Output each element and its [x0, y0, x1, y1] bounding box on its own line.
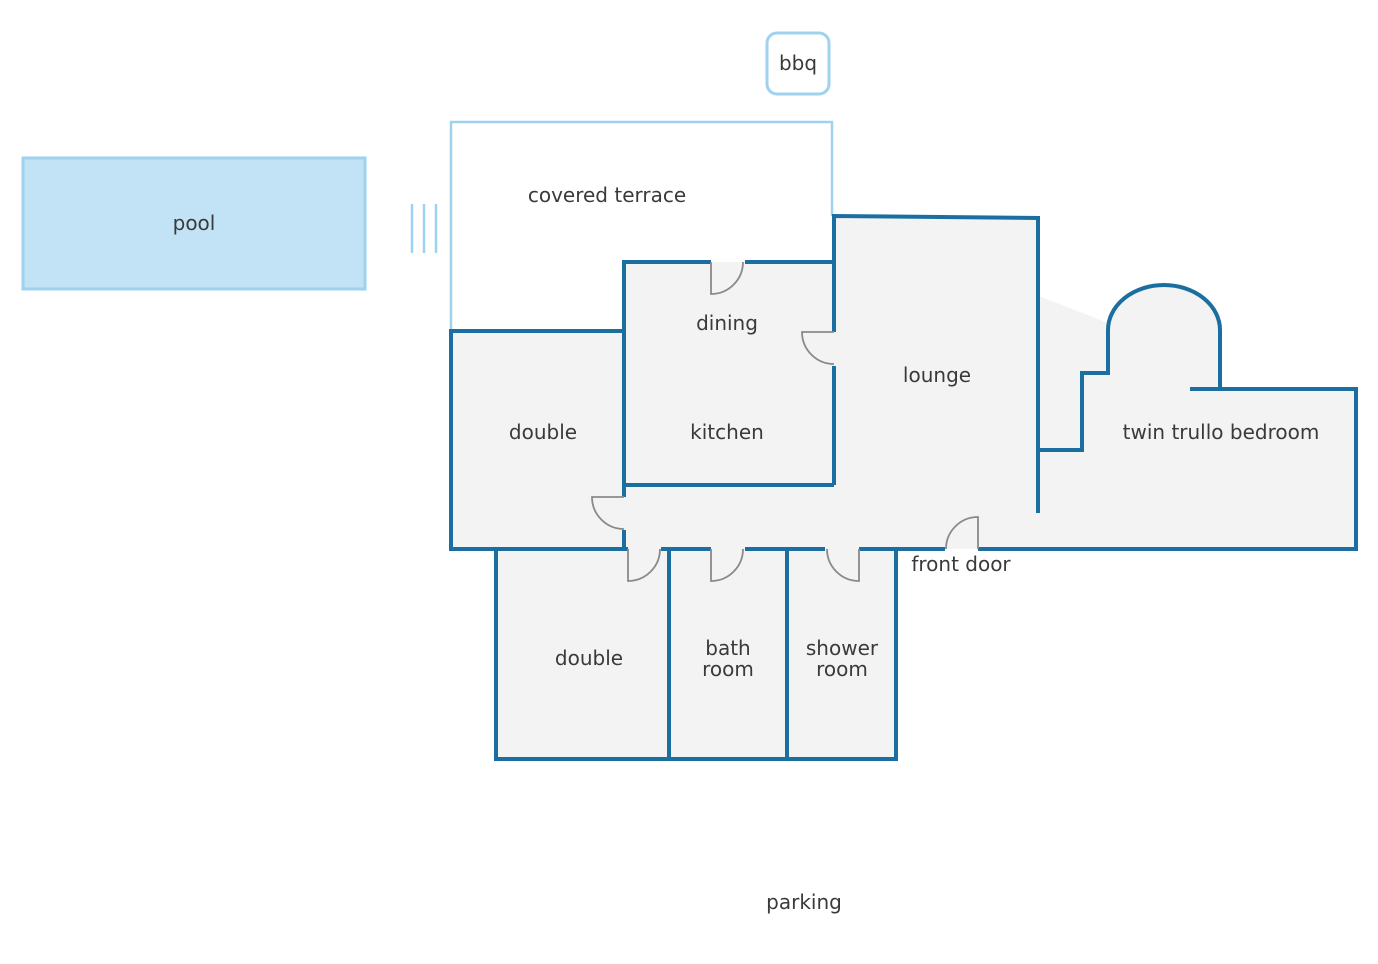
door-bathroom — [710, 548, 744, 582]
lounge-main-floor — [624, 216, 1038, 549]
door-double-2 — [627, 548, 661, 582]
door-dining-terrace — [710, 261, 744, 295]
room-labels: bbq covered terrace pool dining kitchen … — [173, 51, 1320, 914]
double-bedroom-2-label: double — [555, 646, 623, 670]
kitchen-label: kitchen — [690, 420, 764, 444]
walls — [449, 213, 1358, 761]
pool — [21, 156, 367, 291]
front-door-label: front door — [911, 552, 1011, 576]
covered-terrace-outline — [449, 120, 834, 331]
twin-trullo-bedroom-label: twin trullo bedroom — [1123, 420, 1320, 444]
parking-label: parking — [766, 890, 842, 914]
double-bedroom-1-label: double — [509, 420, 577, 444]
door-double-1 — [591, 496, 625, 530]
lounge-label: lounge — [903, 363, 971, 387]
double-bedroom-1-floor — [451, 331, 624, 550]
shower-room-label-line1: shower — [806, 636, 879, 660]
front-door — [945, 516, 979, 550]
trullo-floor — [1038, 285, 1356, 549]
pool-steps — [410, 204, 438, 253]
door-dining-lounge — [801, 331, 835, 365]
floor-areas — [451, 216, 1356, 759]
double-bedroom-2-floor — [496, 549, 669, 759]
door-shower-room — [826, 548, 860, 582]
dining-kitchen-floor — [624, 262, 834, 485]
bbq-label: bbq — [779, 51, 817, 75]
covered-terrace-label: covered terrace — [528, 183, 686, 207]
shower-room-label-line2: room — [816, 657, 868, 681]
dining-label: dining — [696, 311, 758, 335]
shower-room-floor — [787, 549, 896, 759]
bathroom-label-line1: bath — [705, 636, 750, 660]
bathroom-label-line2: room — [702, 657, 754, 681]
bbq-box — [765, 31, 831, 96]
bathroom-floor — [669, 549, 787, 759]
doors — [591, 261, 979, 582]
pool-label: pool — [173, 211, 216, 235]
